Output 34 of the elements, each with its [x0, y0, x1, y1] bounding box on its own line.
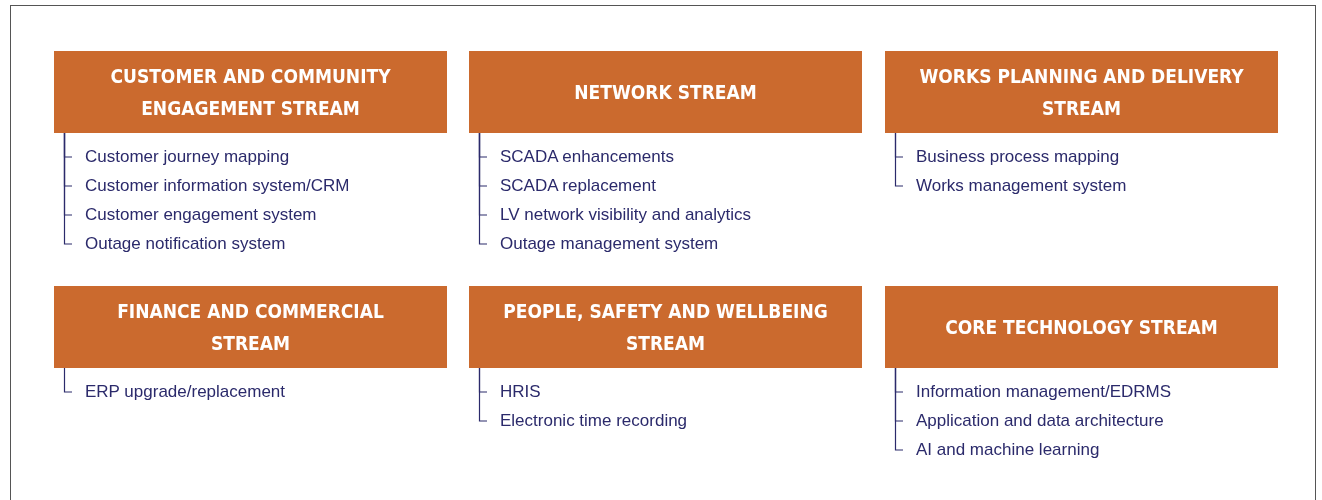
tree-connector [478, 132, 488, 245]
stream-header-box [885, 51, 1278, 133]
tree-connector [478, 367, 488, 422]
stream-title: FINANCE AND COMMERCIAL STREAM [116, 299, 385, 356]
stream-item: Electronic time recording [500, 411, 688, 431]
stream-item: HRIS [500, 382, 541, 402]
stream-item: Works management system [916, 176, 1127, 196]
stream-item: Outage notification system [85, 234, 286, 254]
stream-title: NETWORK STREAM [574, 80, 757, 105]
stream-item: Customer journey mapping [85, 147, 290, 167]
stream-item: SCADA replacement [500, 176, 656, 196]
tree-connector [63, 132, 73, 245]
stream-header-box [54, 51, 447, 133]
stream-item: Business process mapping [916, 147, 1120, 167]
stream-item: LV network visibility and analytics [500, 205, 751, 225]
stream-title: CORE TECHNOLOGY STREAM [945, 315, 1218, 340]
stream-item: Customer engagement system [85, 205, 317, 225]
stream-header-box [54, 286, 447, 368]
stream-title: WORKS PLANNING AND DELIVERY STREAM [918, 64, 1245, 121]
stream-item: Outage management system [500, 234, 719, 254]
stream-item: ERP upgrade/replacement [85, 382, 286, 402]
tree-connector [894, 132, 904, 187]
stream-item: AI and machine learning [916, 440, 1100, 460]
stream-item: Information management/EDRMS [916, 382, 1172, 402]
stream-header-box [469, 286, 862, 368]
stream-header-box [885, 286, 1278, 368]
stream-item: Application and data architecture [916, 411, 1164, 431]
stream-item: SCADA enhancements [500, 147, 674, 167]
tree-connector [63, 367, 73, 393]
stream-title: CUSTOMER AND COMMUNITY ENGAGEMENT STREAM [109, 64, 392, 121]
stream-header-box [469, 51, 862, 133]
stream-title: PEOPLE, SAFETY AND WELLBEING STREAM [502, 299, 829, 356]
tree-connector [894, 367, 904, 451]
stream-item: Customer information system/CRM [85, 176, 350, 196]
